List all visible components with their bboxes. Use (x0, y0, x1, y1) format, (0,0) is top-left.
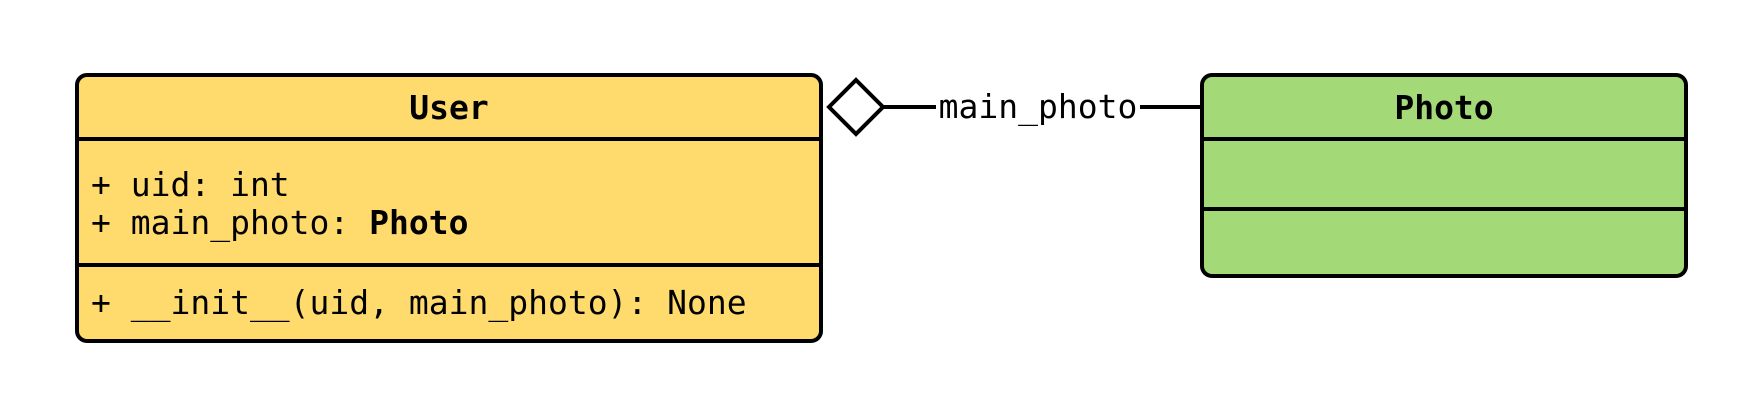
class-photo-methods-compartment (1204, 207, 1684, 274)
class-user-methods-compartment: + __init__(uid, main_photo): None (79, 263, 819, 339)
class-user-attributes-compartment: + uid: int + main_photo: Photo (79, 137, 819, 263)
connector-label: main_photo (938, 87, 1138, 126)
class-user-title: User (409, 87, 489, 127)
attribute-main-photo-text: + main_photo: (91, 203, 370, 242)
class-photo-attributes-compartment (1204, 137, 1684, 207)
connector-line-right (1140, 105, 1200, 109)
attribute-main-photo: + main_photo: Photo (91, 204, 819, 242)
attribute-main-photo-type: Photo (369, 203, 469, 242)
aggregation-diamond-icon (826, 77, 886, 137)
class-node-photo: Photo (1200, 73, 1688, 278)
class-node-user: User + uid: int + main_photo: Photo + __… (75, 73, 823, 343)
class-photo-title: Photo (1394, 87, 1494, 127)
method-init: + __init__(uid, main_photo): None (91, 283, 747, 322)
connector-line-left (884, 105, 936, 109)
attribute-uid: + uid: int (91, 165, 290, 204)
